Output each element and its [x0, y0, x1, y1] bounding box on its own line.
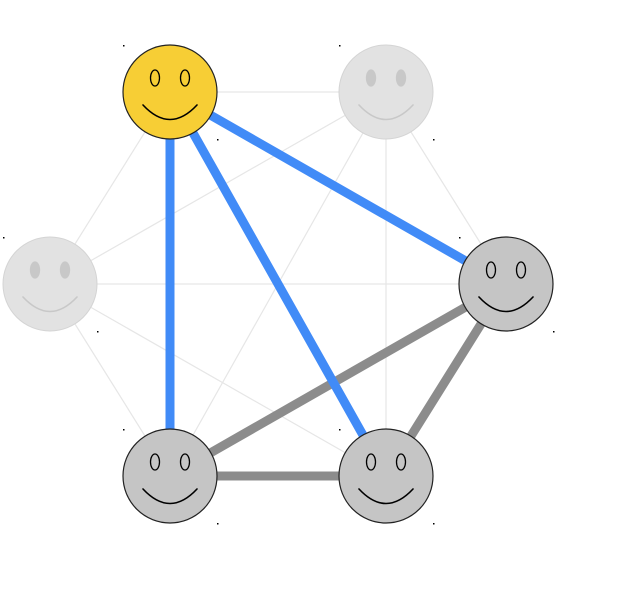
- node-corner-marker: [217, 523, 219, 525]
- node-corner-marker: [339, 429, 341, 431]
- node-layer: [2, 44, 555, 525]
- edge-n4-n6: [167, 280, 509, 480]
- node-corner-marker: [217, 139, 219, 141]
- node-corner-marker: [97, 331, 99, 333]
- edge-n2-n3: [49, 91, 387, 285]
- node-n5-smiley-face-icon[interactable]: [338, 428, 435, 525]
- node-n1-smiley-face-icon[interactable]: [122, 44, 219, 141]
- node-corner-marker: [3, 237, 5, 239]
- node-corner-marker: [553, 331, 555, 333]
- node-n6-smiley-face-icon[interactable]: [458, 236, 555, 333]
- node-corner-marker: [459, 237, 461, 239]
- node-corner-marker: [123, 429, 125, 431]
- edge-n3-n5: [49, 283, 387, 477]
- node-n4-smiley-face-icon[interactable]: [122, 428, 219, 525]
- edge-n1-n6: [167, 88, 509, 288]
- edge-n1-n5: [166, 89, 390, 479]
- node-corner-marker: [123, 45, 125, 47]
- edge-layer: [49, 88, 510, 481]
- node-corner-marker: [433, 139, 435, 141]
- node-n3-smiley-face-icon[interactable]: [2, 236, 99, 333]
- node-n2-smiley-face-icon[interactable]: [338, 44, 435, 141]
- node-corner-marker: [433, 523, 435, 525]
- node-corner-marker: [339, 45, 341, 47]
